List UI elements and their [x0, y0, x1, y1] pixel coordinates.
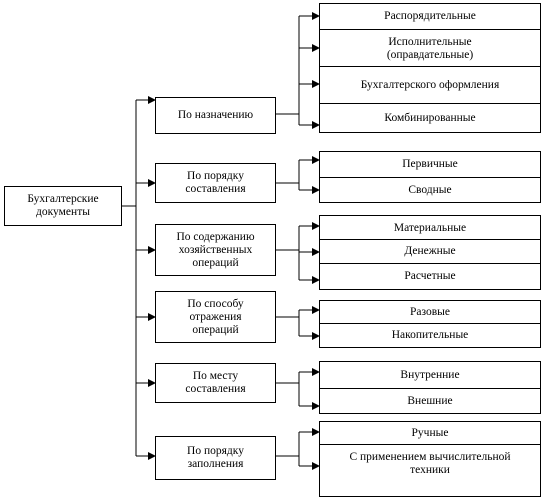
item-label: С применением вычислительной техники	[349, 451, 511, 476]
category-by-operation-content: По содержанию хозяйственных операций	[155, 224, 276, 276]
item-label: Материальные	[393, 222, 467, 234]
category-label: По месту составления	[185, 370, 246, 395]
item-label: Внешние	[407, 394, 453, 407]
item-executive: Исполнительные (оправдательные)	[319, 30, 541, 67]
root-label: Бухгалтерские документы	[27, 193, 99, 218]
item-label: Накопительные	[391, 329, 469, 341]
category-by-compilation-place: По месту составления	[155, 363, 276, 403]
item-combined: Комбинированные	[319, 104, 541, 133]
category-by-compilation-order: По порядку составления	[155, 163, 276, 203]
item-monetary: Денежные	[319, 240, 541, 264]
category-by-reflection-method: По способу отражения операций	[155, 291, 276, 343]
item-label: Распорядительные	[384, 10, 476, 22]
item-external: Внешние	[319, 389, 541, 414]
category-by-filling-order: По порядку заполнения	[155, 436, 276, 480]
category-label: По содержанию хозяйственных операций	[176, 230, 255, 269]
item-label: Первичные	[402, 158, 458, 170]
category-label: По назначению	[177, 109, 254, 121]
item-material: Материальные	[319, 215, 541, 240]
item-label: Расчетные	[404, 270, 456, 282]
item-settlement: Расчетные	[319, 264, 541, 290]
item-label: Бухгалтерского оформления	[360, 78, 500, 91]
item-manual: Ручные	[319, 421, 541, 445]
item-cumulative: Накопительные	[319, 324, 541, 348]
item-single: Разовые	[319, 300, 541, 324]
item-label: Внутренние	[400, 368, 460, 381]
item-label: Исполнительные (оправдательные)	[386, 36, 474, 61]
category-label: По порядку составления	[185, 170, 246, 195]
category-label: По способу отражения операций	[187, 297, 244, 336]
item-computerized: С применением вычислительной техники	[319, 445, 541, 497]
item-internal: Внутренние	[319, 361, 541, 389]
item-summary: Сводные	[319, 178, 541, 203]
root-box-accounting-documents: Бухгалтерские документы	[4, 186, 122, 226]
item-label: Разовые	[410, 305, 450, 318]
item-label: Комбинированные	[384, 111, 476, 124]
item-label: Сводные	[408, 183, 452, 196]
category-by-purpose: По назначению	[155, 97, 276, 134]
item-primary: Первичные	[319, 151, 541, 178]
item-accounting-registration: Бухгалтерского оформления	[319, 67, 541, 104]
item-label: Денежные	[404, 245, 456, 257]
category-label: По порядку заполнения	[187, 445, 244, 470]
item-label: Ручные	[411, 426, 449, 439]
item-administrative: Распорядительные	[319, 3, 541, 30]
